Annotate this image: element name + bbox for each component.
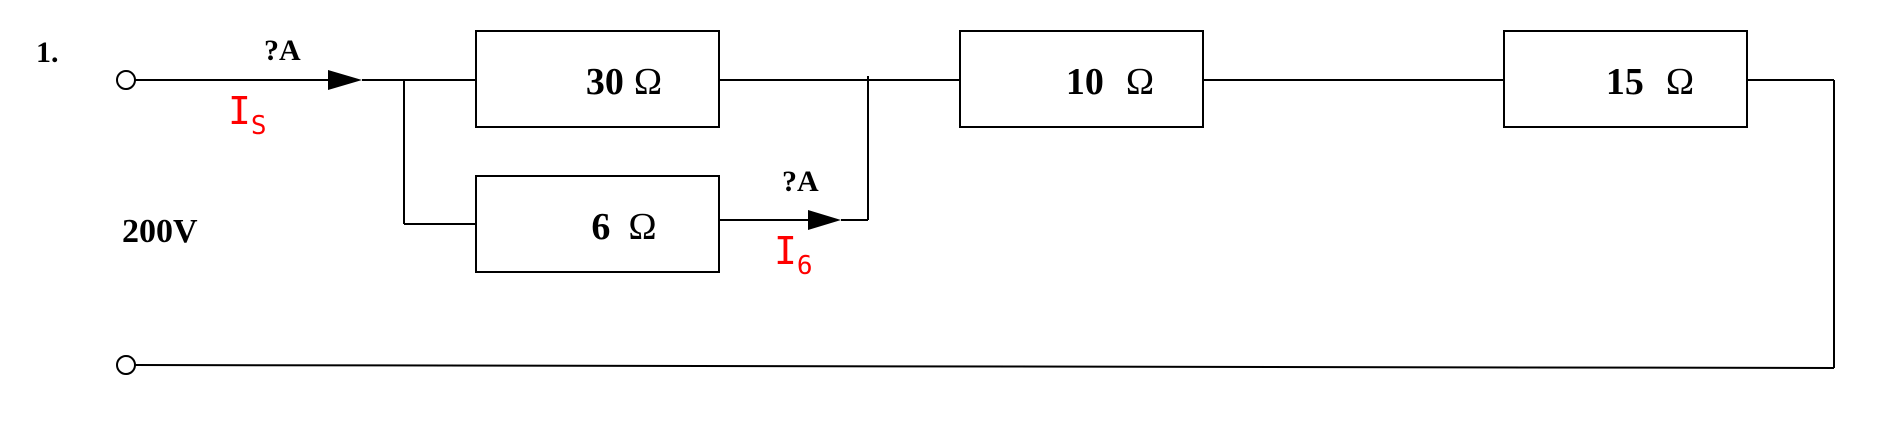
source-current-question: ?A [264, 34, 301, 67]
source-voltage: 200V [122, 213, 198, 250]
branch-6-current-question: ?A [782, 165, 819, 198]
resistor-6-ohm [475, 175, 720, 273]
branch-6-current-label: I6 [774, 229, 813, 281]
source-current-arrowhead [328, 70, 362, 90]
resistor-15-ohm [1503, 30, 1748, 128]
source-current-subscript: S [251, 111, 267, 141]
bottom-terminal [116, 355, 136, 375]
bottom-return-wire [134, 364, 1835, 369]
source-current-symbol: I [228, 89, 251, 133]
branch-6-current-arrowhead [808, 210, 841, 230]
source-current-label: IS [228, 89, 267, 141]
branch-6-current-symbol: I [774, 229, 797, 273]
resistor-30-ohm [475, 30, 720, 128]
problem-number: 1. [36, 36, 59, 69]
branch-6-current-subscript: 6 [797, 251, 813, 281]
resistor-10-ohm [959, 30, 1204, 128]
top-terminal [116, 70, 136, 90]
